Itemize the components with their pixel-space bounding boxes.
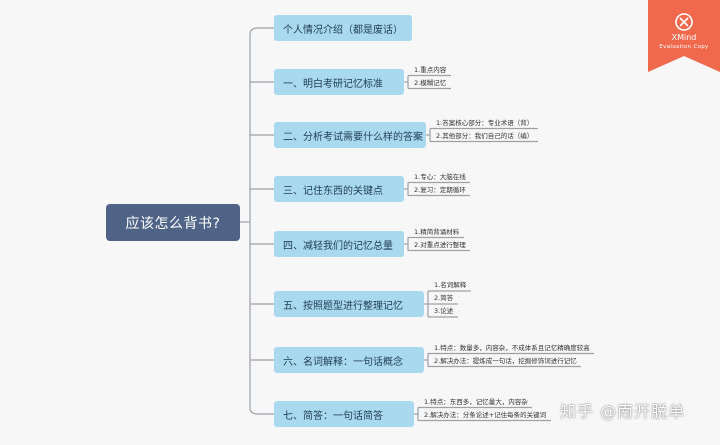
xmind-badge: [648, 0, 720, 72]
subtopic-4-1[interactable]: 1.专心：大脑在线: [414, 172, 466, 181]
subtopic-6-3[interactable]: 3.论述: [434, 307, 454, 315]
subtopic-6-2[interactable]: 2.简答: [434, 294, 454, 302]
subtopic-7-1[interactable]: 1.特点：数量多，内容杂，不成体系且记忆精确度较高: [434, 343, 590, 352]
topic-6[interactable]: 五、按照题型进行整理记忆: [274, 291, 424, 317]
subtopic-5-1[interactable]: 1.精简背诵材料: [414, 227, 460, 236]
topic-7[interactable]: 六、名词解释：一句话概念: [274, 347, 424, 373]
topic-2[interactable]: 一、明白考研记忆标准: [274, 69, 404, 95]
subtopic-5-2[interactable]: 2.对重点进行整理: [414, 240, 466, 249]
subtopic-7-2[interactable]: 2.解决办法：提炼成一句话，挖掘修饰词进行记忆: [434, 356, 577, 365]
branch-connector: [249, 407, 274, 415]
topic-8[interactable]: 七、简答：一句话简答: [274, 401, 414, 427]
subtopic-2-2[interactable]: 2.模糊记忆: [414, 78, 447, 87]
branch-connector: [249, 27, 274, 35]
subtopic-4-2[interactable]: 2.复习：定期循环: [414, 185, 466, 194]
subtopic-2-1[interactable]: 1.重点内容: [414, 65, 447, 74]
topic-5[interactable]: 四、减轻我们的记忆总量: [274, 231, 404, 257]
subtopic-8-2[interactable]: 2.解决办法：分条论述+记住每条的关键词: [424, 410, 547, 419]
topic-3[interactable]: 二、分析考试需要什么样的答案: [274, 122, 426, 148]
badge-brand: XMind: [671, 33, 697, 42]
subtopic-3-1[interactable]: 1.答案核心部分：专业术语（背）: [436, 118, 534, 127]
subtopic-3-2[interactable]: 2.其他部分：我们自己的话（编）: [436, 131, 534, 140]
root-topic[interactable]: 应该怎么背书?: [106, 204, 240, 241]
subtopic-6-1[interactable]: 1.名词解释: [434, 281, 467, 289]
topic-1[interactable]: 个人情况介绍（都是废话）: [274, 15, 412, 41]
subtopic-8-1[interactable]: 1.特点：东西多，记忆量大，内容杂: [424, 397, 528, 406]
topic-4[interactable]: 三、记住东西的关键点: [274, 176, 404, 202]
badge-subtitle: Evaluation Copy: [659, 44, 709, 50]
site-watermark: 知乎 @南开脱单: [560, 402, 686, 421]
